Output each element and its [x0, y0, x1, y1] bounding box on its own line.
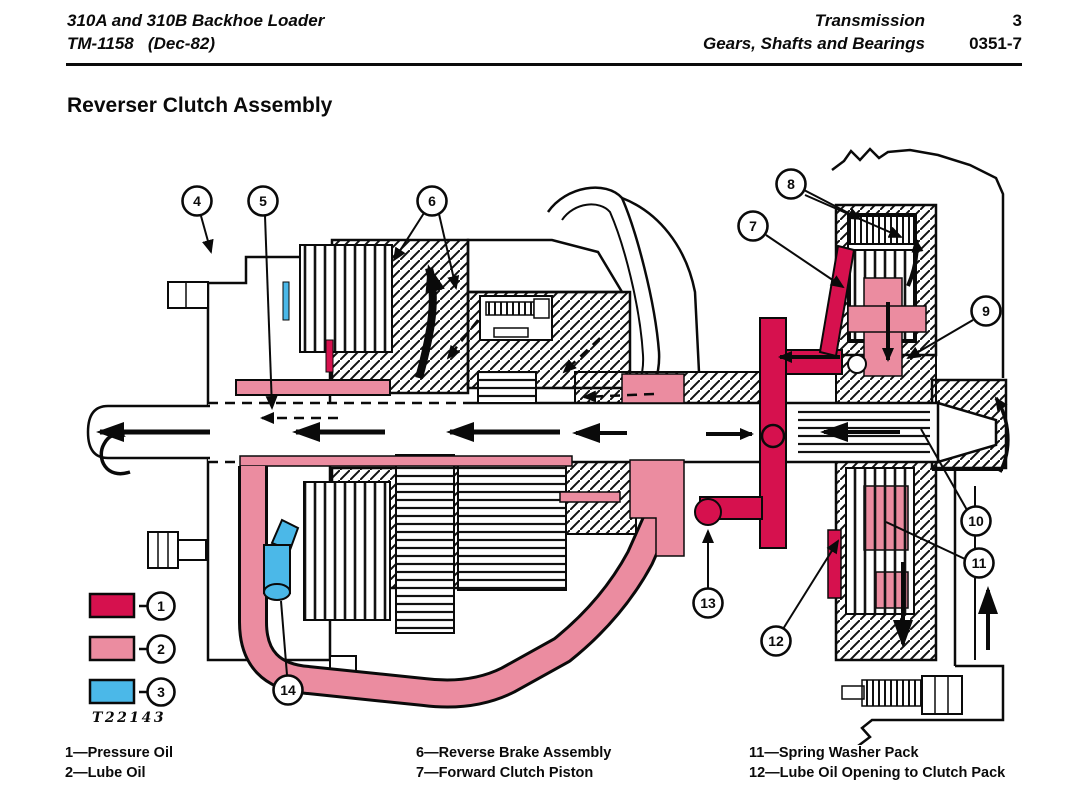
callout-8: 8 — [775, 168, 807, 200]
spring-washer-pack — [849, 215, 915, 245]
header-manual-number: TM-1158 (Dec-82) — [67, 34, 216, 53]
reverser-clutch-cross-section: 4 5 6 7 8 9 10 11 12 13 14 1 2 3 T22143 — [86, 147, 1010, 745]
svg-text:13: 13 — [700, 595, 716, 611]
callout-14: 14 — [272, 674, 304, 706]
svg-text:9: 9 — [982, 303, 990, 319]
svg-text:3: 3 — [157, 684, 165, 700]
callout-9: 9 — [970, 295, 1002, 327]
oil-flow-arrows — [96, 238, 1010, 650]
lube-oil-swatch — [88, 635, 136, 662]
page-title: Reverser Clutch Assembly — [67, 94, 333, 117]
check-ball — [694, 498, 722, 526]
gear-cluster — [395, 371, 567, 634]
callout-2: 2 — [146, 634, 176, 664]
hex-bolt — [147, 531, 179, 569]
svg-text:2: 2 — [157, 641, 165, 657]
callout-5: 5 — [247, 185, 279, 217]
legend-item-7: 7—Forward Clutch Piston — [416, 764, 594, 781]
lube-oil-snake — [241, 466, 680, 706]
svg-text:5: 5 — [259, 193, 267, 209]
svg-text:14: 14 — [280, 682, 296, 698]
footer-legend-col1: 1—Pressure Oil 2—Lube Oil — [65, 744, 173, 783]
color-legend: 1 2 3 T22143 — [88, 591, 176, 726]
orifice — [760, 423, 786, 449]
footer-legend-col3: 11—Spring Washer Pack 12—Lube Oil Openin… — [749, 744, 1005, 783]
legend-item-2: 2—Lube Oil — [65, 764, 146, 781]
callout-7: 7 — [737, 210, 769, 242]
lube-rise-arrow — [415, 264, 445, 380]
lube-oil-opening — [827, 529, 842, 599]
callout-12: 12 — [760, 625, 792, 657]
callout-6: 6 — [416, 185, 448, 217]
callout-13: 13 — [692, 587, 724, 619]
ball-bearing — [847, 354, 867, 374]
header-page-numbers: 3 0351-7 — [969, 9, 1022, 55]
footer-legend-col2: 6—Reverse Brake Assembly 7—Forward Clutc… — [416, 744, 611, 783]
cover-bolt — [841, 675, 963, 715]
header-product: 310A and 310B Backhoe Loader — [67, 11, 325, 30]
output-rotation-arrow — [994, 396, 1010, 473]
callout-1: 1 — [146, 591, 176, 621]
section-code: 0351-7 — [969, 34, 1022, 53]
header-subsection: Gears, Shafts and Bearings — [702, 34, 925, 53]
callout-10: 10 — [960, 505, 992, 537]
input-rotation-arrow — [99, 425, 131, 476]
lower-clutch-pack — [303, 481, 391, 621]
pressure-oil-swatch — [88, 592, 136, 619]
page-number: 3 — [1012, 11, 1022, 30]
svg-text:8: 8 — [787, 176, 795, 192]
svg-text:6: 6 — [428, 193, 436, 209]
legend-item-11: 11—Spring Washer Pack — [749, 745, 919, 761]
header-right: Transmission Gears, Shafts and Bearings — [703, 9, 925, 55]
output-shaft — [936, 401, 998, 464]
header-section: Transmission — [814, 11, 925, 30]
legend-item-12: 12—Lube Oil Opening to Clutch Pack — [749, 764, 1006, 781]
lube-oil-passages — [235, 277, 927, 709]
dashed-flow-paths — [260, 319, 655, 424]
pressure-oil-column — [759, 317, 787, 549]
callout-3: 3 — [146, 677, 176, 707]
header-rule — [66, 63, 1022, 66]
callout-11: 11 — [963, 547, 995, 579]
forward-clutch-pack — [299, 244, 393, 353]
svg-text:4: 4 — [193, 193, 201, 209]
svg-text:12: 12 — [768, 633, 784, 649]
svg-text:11: 11 — [972, 555, 987, 571]
svg-text:10: 10 — [968, 513, 984, 529]
svg-text:7: 7 — [749, 218, 757, 234]
legend-item-1: 1—Pressure Oil — [65, 745, 173, 761]
blue-oil-swatch — [88, 678, 136, 705]
callout-4: 4 — [181, 185, 213, 217]
header-left: 310A and 310B Backhoe Loader TM-1158 (De… — [67, 9, 324, 55]
callout-leaders — [200, 189, 974, 676]
drum-bolts — [479, 295, 553, 341]
lube-tube-outlet — [263, 583, 291, 601]
legend-item-6: 6—Reverse Brake Assembly — [416, 745, 612, 761]
oil-tube-blue — [263, 281, 300, 601]
svg-text:1: 1 — [157, 598, 165, 614]
figure-number: T22143 — [92, 710, 166, 726]
